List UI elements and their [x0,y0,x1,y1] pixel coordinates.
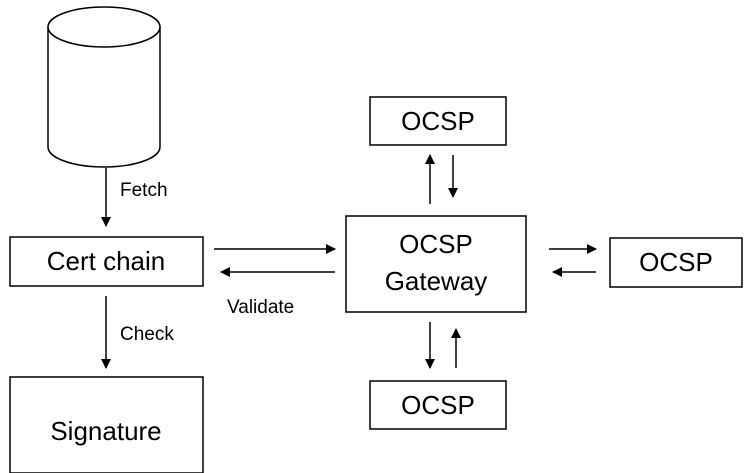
ocsp-gateway-node: OCSP Gateway [345,215,527,313]
ocsp-bottom-label: OCSP [401,390,475,420]
ocsp-bottom-node: OCSP [369,380,507,430]
ocsp-right-node: OCSP [609,237,743,288]
gateway-label-line2: Gateway [385,266,488,296]
ocsp-right-label: OCSP [639,247,713,277]
cert-chain-node: Cert chain [9,236,204,287]
ocsp-top-label: OCSP [401,106,475,136]
signature-node: Signature [9,376,204,473]
fetch-label: Fetch [120,180,168,201]
gateway-label-line1: OCSP [399,229,473,259]
cert-chain-label: Cert chain [47,246,166,276]
check-label: Check [120,324,174,345]
validate-label: Validate [227,297,294,318]
database-icon [47,6,161,168]
signature-label: Signature [50,416,161,446]
ocsp-top-node: OCSP [369,96,507,146]
